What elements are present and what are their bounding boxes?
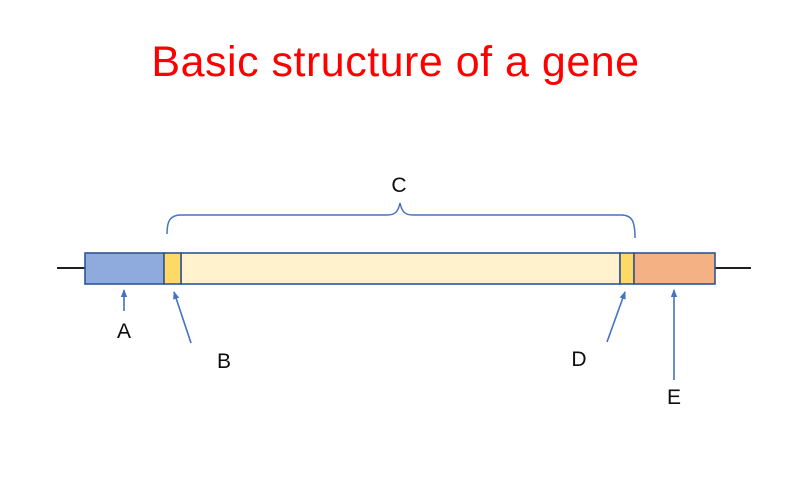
page-title: Basic structure of a gene	[151, 38, 640, 86]
arrow-b	[173, 291, 192, 344]
label-b: B	[217, 350, 231, 373]
segment-a	[84, 252, 165, 285]
segment-d	[619, 252, 635, 285]
label-c: C	[391, 174, 406, 197]
segment-e	[633, 252, 716, 285]
brace-c	[166, 202, 636, 239]
segment-b	[163, 252, 182, 285]
segment-c	[180, 252, 621, 285]
label-a: A	[117, 320, 131, 343]
label-d: D	[571, 348, 586, 371]
label-e: E	[667, 386, 681, 409]
arrow-d	[606, 291, 626, 343]
